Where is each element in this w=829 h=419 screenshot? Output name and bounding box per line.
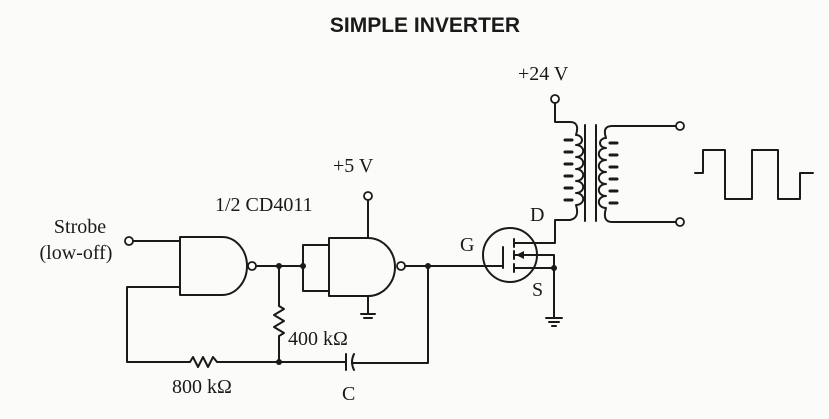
nand-gate-1-bubble [247, 261, 257, 271]
mosfet-arrow-icon [516, 251, 524, 259]
r400-label: 400 kΩ [288, 328, 348, 350]
gate2-inputs-tied [302, 244, 330, 292]
capacitor-label: C [342, 383, 355, 405]
strobe-label: Strobe [54, 216, 106, 238]
junction [425, 263, 431, 269]
mosfet-source-label: S [532, 279, 543, 301]
mosfet-gate-label: G [460, 234, 474, 256]
strobe-note: (low-off) [40, 242, 113, 264]
capacitor-wire [351, 265, 429, 364]
junction [276, 359, 282, 365]
strobe-terminal [124, 236, 134, 246]
secondary-coil-turns [608, 141, 619, 205]
transformer-core [584, 124, 597, 222]
output-terminal-bottom [675, 217, 685, 227]
primary-winding [554, 102, 585, 221]
nand-gate-2-bubble [396, 261, 406, 271]
square-wave-icon [694, 149, 814, 200]
r800-label: 800 kΩ [172, 376, 232, 398]
primary-coil-turns [563, 138, 574, 202]
supply-24v-label: +24 V [518, 63, 569, 85]
output-terminal-top [675, 121, 685, 131]
r400-resistor [273, 265, 285, 363]
r800-feedback-wire [126, 286, 347, 368]
junction [551, 265, 557, 271]
supply-24v-terminal [550, 94, 560, 104]
supply-5v-terminal [363, 191, 373, 201]
supply-5v-label: +5 V [333, 155, 374, 177]
nand-gate-1 [179, 236, 248, 296]
ground-icon [545, 317, 563, 327]
gate2-ground-icon [360, 295, 376, 319]
secondary-winding [597, 125, 677, 223]
diagram-title: SIMPLE INVERTER [330, 14, 520, 37]
ic-label: 1/2 CD4011 [215, 194, 313, 216]
nand-gate-2 [328, 237, 396, 297]
mosfet-drain-wire [513, 219, 571, 244]
mosfet-drain-label: D [530, 204, 544, 226]
